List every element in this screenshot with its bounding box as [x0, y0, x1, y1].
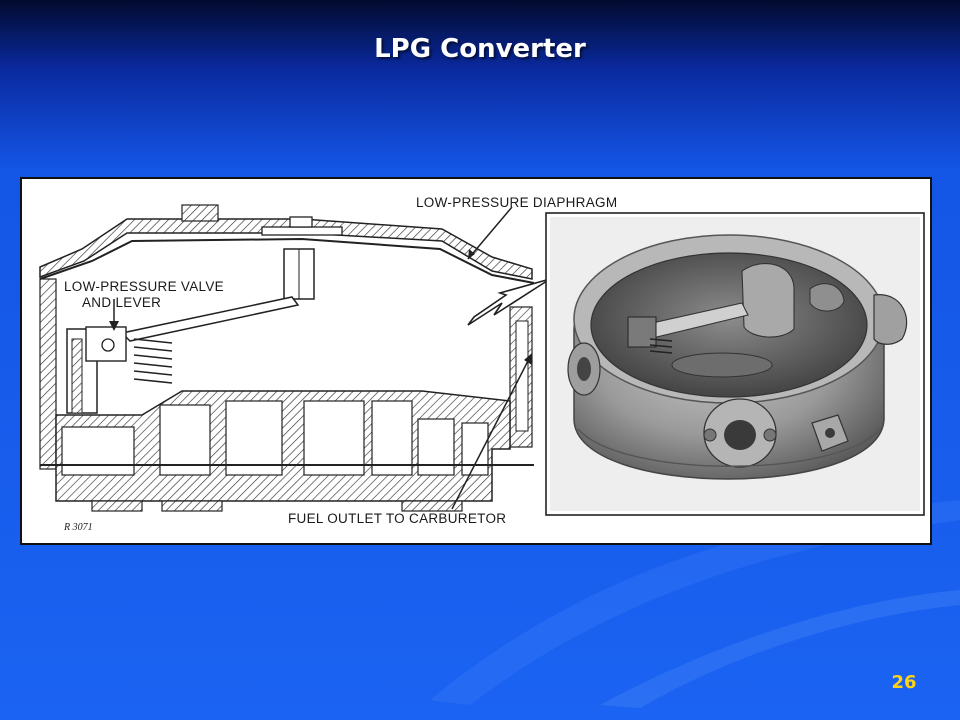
- slide-title: LPG Converter: [374, 34, 586, 64]
- page-number: 26: [891, 672, 917, 693]
- label-low-pressure-diaphragm: LOW-PRESSURE DIAPHRAGM: [416, 195, 617, 210]
- figure-code: R 3071: [63, 522, 93, 533]
- cross-section-drawing: [39, 204, 551, 512]
- converter-illustration: LOW-PRESSURE DIAPHRAGM LOW-PRESSURE VALV…: [39, 195, 925, 533]
- label-and-lever: AND LEVER: [82, 295, 161, 310]
- converter-figure: LOW-PRESSURE DIAPHRAGM LOW-PRESSURE VALV…: [20, 177, 932, 545]
- label-low-pressure-valve: LOW-PRESSURE VALVE: [64, 279, 224, 294]
- converter-photo-inset: [545, 212, 925, 516]
- label-fuel-outlet: FUEL OUTLET TO CARBURETOR: [288, 511, 506, 526]
